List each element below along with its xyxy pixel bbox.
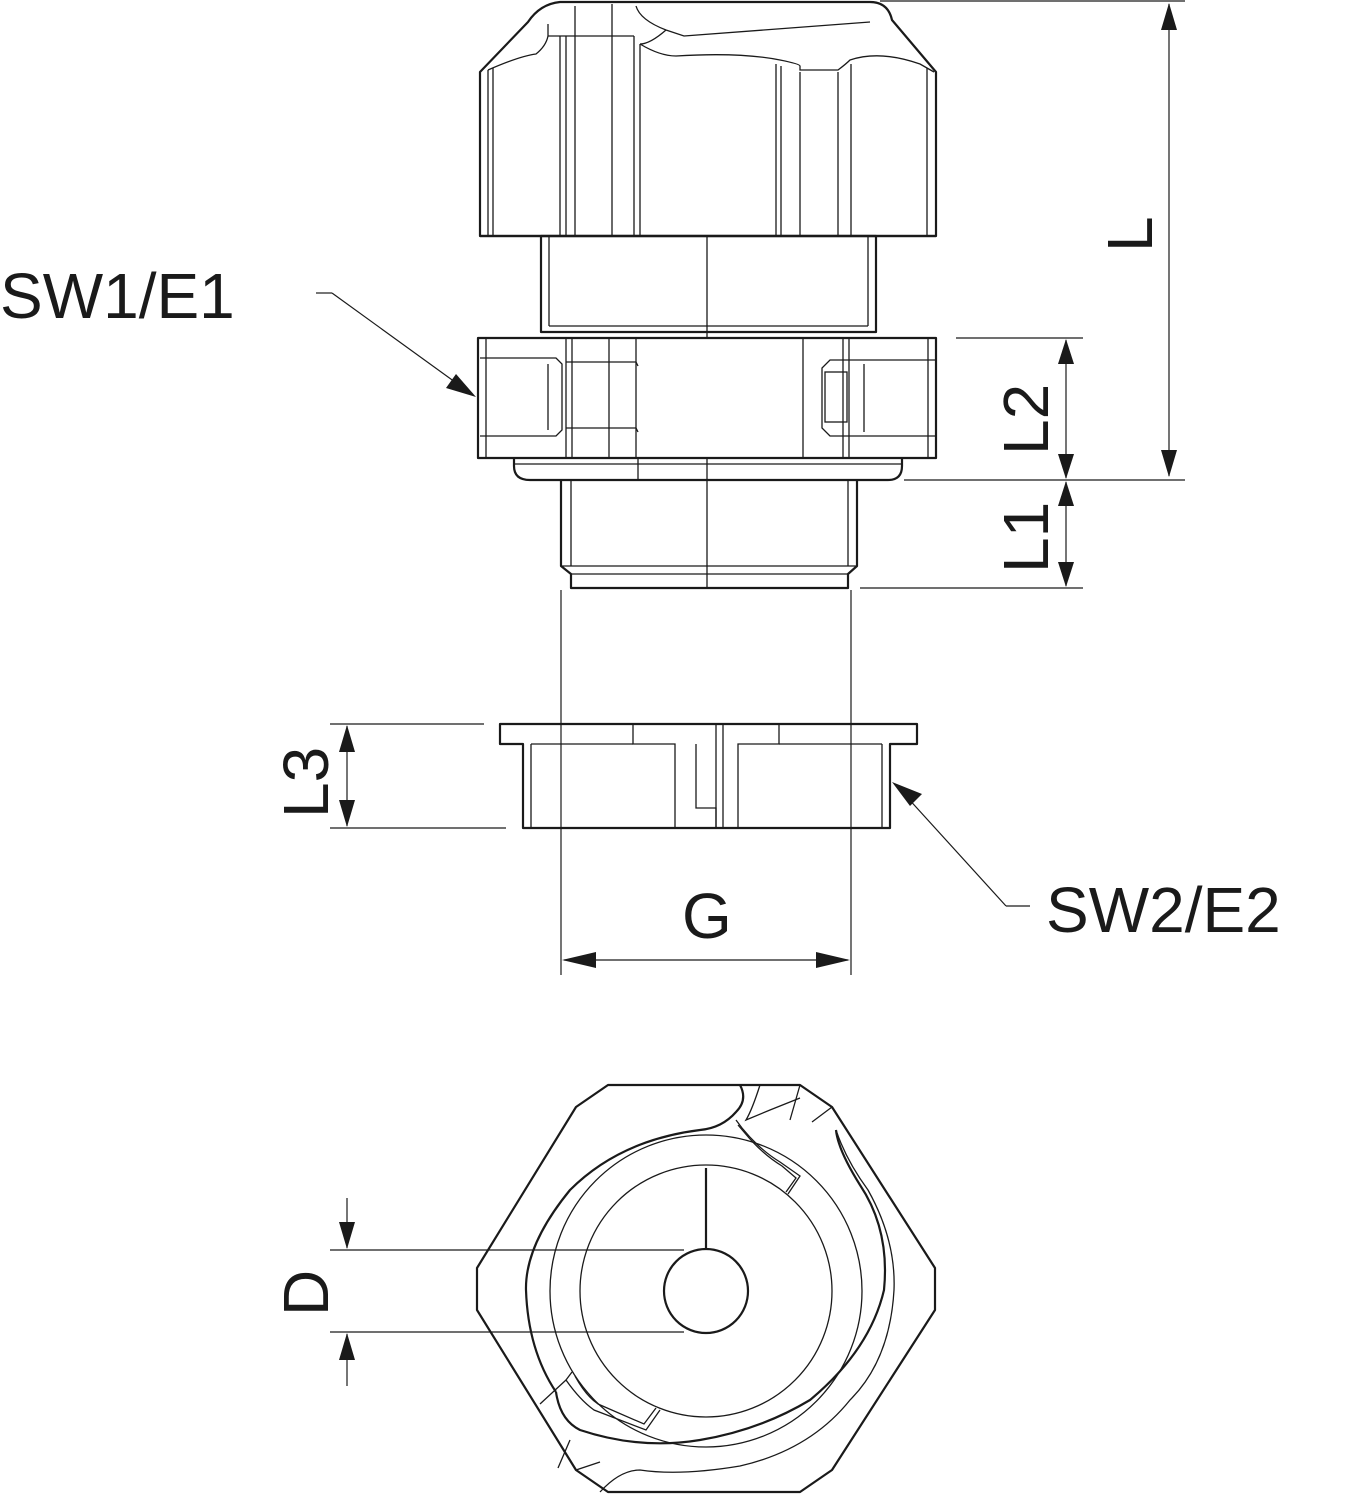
- dimension-L: L: [880, 0, 1185, 481]
- dimension-G: G: [560, 590, 852, 975]
- label-L1: L1: [990, 502, 1062, 573]
- dimension-L2: L2: [956, 337, 1083, 479]
- top-view: [475, 1083, 937, 1494]
- label-sw2-e2: SW2/E2: [1046, 874, 1281, 946]
- callout-sw2-e2: SW2/E2: [892, 782, 1281, 946]
- label-L3: L3: [270, 747, 342, 818]
- thread-side-view: [559, 480, 859, 590]
- flange-side-view: [512, 458, 904, 482]
- hex-body-side-view: [476, 336, 938, 460]
- dimension-D: D: [270, 1198, 684, 1386]
- dimension-L1: L1: [860, 481, 1083, 589]
- neck-side-view: [539, 234, 878, 338]
- label-L2: L2: [990, 384, 1062, 455]
- label-L: L: [1094, 216, 1166, 252]
- lock-nut-view: [498, 722, 919, 830]
- label-D: D: [270, 1270, 342, 1316]
- label-sw1-e1: SW1/E1: [0, 260, 235, 332]
- dimension-L3: L3: [270, 723, 506, 829]
- callout-sw1-e1: SW1/E1: [0, 260, 476, 397]
- cap-nut-side-view: [478, 0, 938, 238]
- label-G: G: [682, 880, 732, 952]
